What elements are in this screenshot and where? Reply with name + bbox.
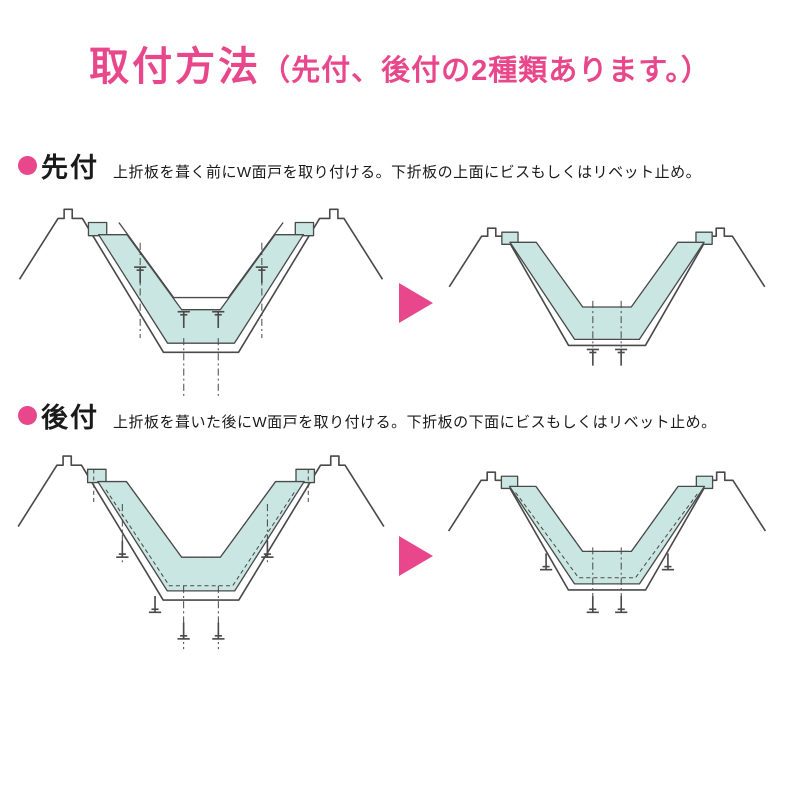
screw-icon: [211, 621, 226, 640]
sakizuke-after-drawing: [448, 227, 766, 367]
screw-icon: [176, 621, 191, 640]
w-mendo-filler-tab-right: [695, 231, 713, 245]
w-mendo-filler-tab-left: [501, 231, 519, 245]
screw-icon: [661, 552, 675, 571]
lower-plate-outline: [18, 208, 384, 354]
section-sakizuke-label: 先付: [41, 153, 99, 183]
diagram-sakizuke-after: [443, 216, 771, 398]
hidden-edge: [105, 489, 297, 587]
diagram-atozuke-after: [443, 460, 771, 658]
screw-icon: [148, 595, 162, 614]
screw-icon: [585, 595, 600, 614]
page-title: 取付方法（先付、後付の2種類あります。）: [0, 34, 800, 92]
w-mendo-filler: [508, 485, 706, 585]
hidden-edge: [126, 481, 276, 558]
arrow-right-icon: [399, 536, 433, 576]
section-atozuke-description: 上折板を葺いた後にW面戸を取り付ける。下折板の下面にビスもしくはリベット止め。: [113, 414, 717, 431]
diagram-sakizuke-before: [12, 186, 390, 404]
w-mendo-filler: [97, 480, 305, 592]
screw-icon: [614, 595, 629, 614]
section-sakizuke-description: 上折板を葺く前にW面戸を取り付ける。下折板の上面にビスもしくはリベット止め。: [113, 164, 702, 181]
plate-outline: [447, 471, 767, 591]
arrow-right-icon: [399, 283, 433, 323]
w-mendo-filler: [97, 234, 305, 344]
screw-icon: [115, 539, 130, 558]
w-mendo-filler-tab-right: [295, 468, 316, 484]
section-sakizuke-header: 先付 上折板を葺く前にW面戸を取り付ける。下折板の上面にビスもしくはリベット止め…: [18, 146, 701, 185]
section-atozuke-label: 後付: [41, 403, 99, 433]
w-mendo-filler-tab-left: [87, 221, 108, 237]
hidden-edge: [515, 492, 699, 579]
w-mendo-filler-tab-left: [86, 468, 107, 484]
w-mendo-filler: [509, 241, 705, 341]
sakizuke-before-drawing: [18, 208, 384, 397]
screw-icon: [585, 348, 600, 367]
atozuke-after-drawing: [447, 471, 767, 614]
atozuke-before-drawing: [17, 455, 385, 650]
page-title-main: 取付方法: [89, 45, 262, 89]
screw-icon: [539, 552, 553, 571]
bullet-icon: [18, 156, 37, 175]
w-mendo-filler-tab-left: [500, 475, 519, 490]
diagram-atozuke-before: [12, 432, 390, 668]
section-atozuke-header: 後付 上折板を葺いた後にW面戸を取り付ける。下折板の下面にビスもしくはリベット止…: [18, 396, 717, 435]
screw-icon: [614, 348, 629, 367]
w-mendo-filler-tab-right: [294, 221, 315, 237]
page-title-sub: （先付、後付の2種類あります。）: [261, 55, 711, 87]
plate-outline: [448, 227, 766, 347]
bullet-icon: [18, 406, 37, 425]
plate-outline: [17, 455, 385, 601]
w-mendo-filler-tab-right: [695, 475, 714, 490]
